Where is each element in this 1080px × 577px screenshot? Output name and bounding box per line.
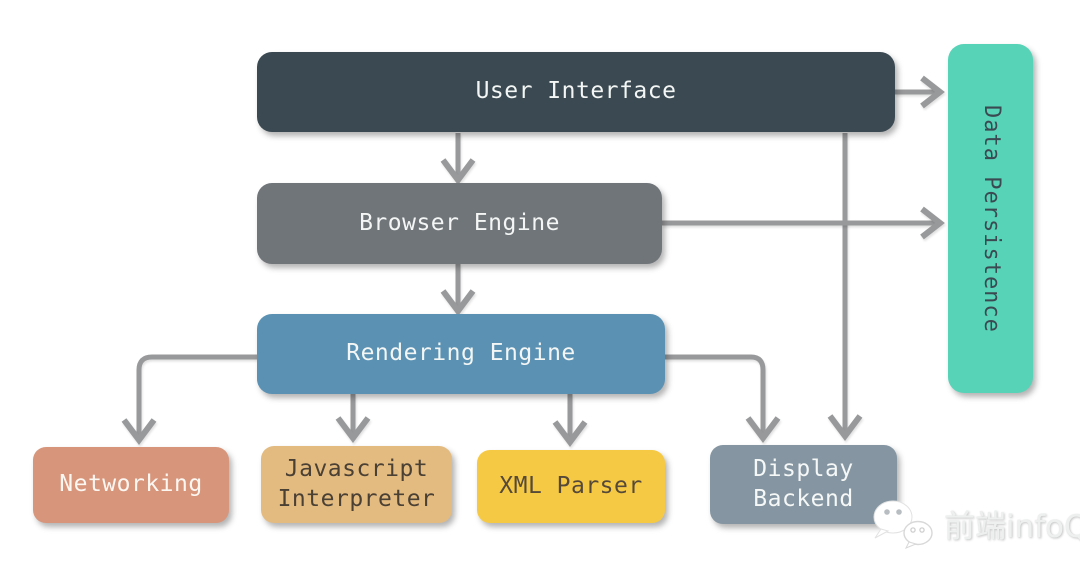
wechat-icon (873, 500, 933, 549)
node-display-backend: Display Backend (710, 445, 897, 524)
edge-rendering-engine-to-xml-parser-arrowhead (552, 420, 588, 447)
node-xml-parser: XML Parser (477, 450, 665, 523)
watermark-text: 前端infoQ (944, 508, 1080, 545)
node-data-persistence: Data Persistence (948, 44, 1033, 393)
node-javascript-interpreter: Javascript Interpreter (261, 446, 452, 523)
edge-rendering-engine-to-javascript-interpreter-arrowhead (335, 416, 371, 443)
edge-rendering-engine-to-display-backend-arrowhead (745, 416, 781, 443)
node-networking: Networking (33, 447, 229, 523)
watermark: 前端infoQ (858, 496, 1080, 550)
edge-user-interface-to-browser-engine-arrowhead (440, 158, 476, 185)
edge-user-interface-to-display-backend-arrowhead (827, 414, 863, 441)
edge-rendering-engine-to-display-backend (665, 354, 766, 434)
edge-browser-engine-to-rendering-engine-arrowhead (440, 289, 476, 316)
node-browser-engine: Browser Engine (257, 183, 662, 264)
edge-user-interface-to-data-persistence-arrowhead (920, 75, 945, 109)
edge-browser-engine-to-data-persistence-arrowhead (920, 206, 945, 240)
node-user-interface: User Interface (257, 52, 895, 132)
node-rendering-engine: Rendering Engine (257, 314, 665, 394)
edge-rendering-engine-to-networking (136, 354, 257, 436)
edge-rendering-engine-to-networking-arrowhead (121, 418, 157, 445)
